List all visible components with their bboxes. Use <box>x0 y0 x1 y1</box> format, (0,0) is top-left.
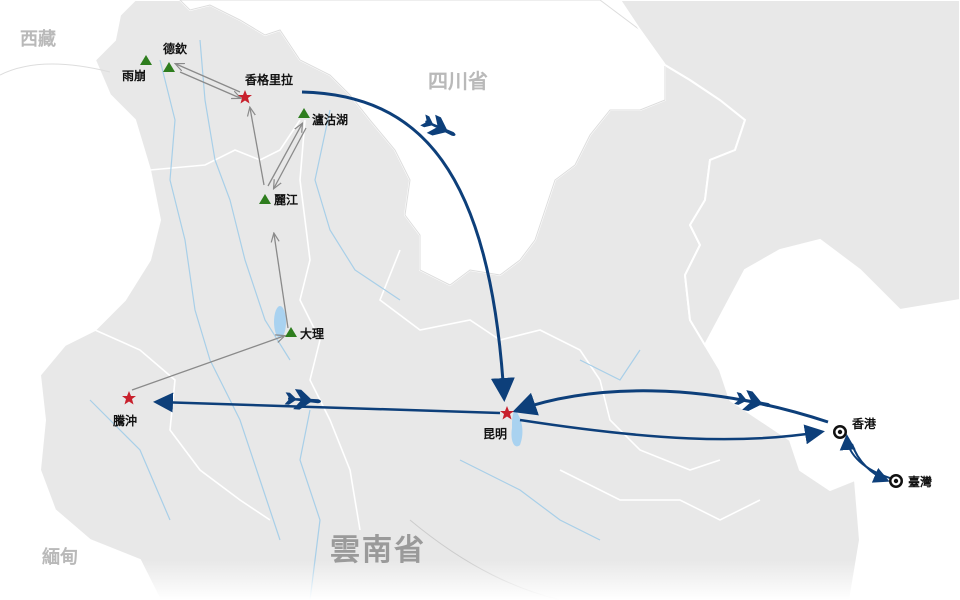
route-shangrila-deqin <box>176 64 241 93</box>
route-tengchong-dali <box>131 336 284 391</box>
airplane-icon <box>420 114 456 137</box>
airplane-icon <box>734 390 771 412</box>
route-lijiang-lugu <box>267 124 302 187</box>
place-label-lugu: 瀘沽湖 <box>312 112 348 127</box>
place-label-yubeng: 雨崩 <box>122 68 146 83</box>
guizhou-land <box>618 0 960 348</box>
green-triangle-icon <box>285 327 297 337</box>
bottom-fade <box>0 560 960 600</box>
target-circle-icon <box>833 425 847 439</box>
green-triangle-icon <box>259 194 271 204</box>
ground-routes <box>131 64 307 391</box>
airplane-icon <box>284 389 321 410</box>
red-star-icon <box>122 391 136 405</box>
green-triangle-icon <box>298 108 310 118</box>
sichuan-land <box>179 0 666 286</box>
region-label-xizang: 西藏 <box>20 29 56 50</box>
place-label-dali: 大理 <box>300 326 324 341</box>
place-label-hongkong: 香港 <box>851 416 877 431</box>
place-label-deqin: 德欽 <box>163 41 188 56</box>
place-label-tengchong: 騰沖 <box>113 413 137 428</box>
erhai-lake <box>274 306 286 338</box>
region-label-myanmar: 緬甸 <box>42 546 78 568</box>
route-lijiang-shangrila <box>250 108 265 186</box>
place-label-taiwan: 臺灣 <box>908 474 932 489</box>
place-label-shangrila: 香格里拉 <box>244 72 293 87</box>
red-star-icon <box>238 90 252 104</box>
flight-kunming-tengchong <box>153 392 501 415</box>
target-circle-icon <box>889 474 903 488</box>
green-triangle-icon <box>140 55 152 65</box>
dianchi-lake <box>511 410 523 447</box>
flight-hongkong-kunming <box>512 389 829 424</box>
place-label-kunming: 昆明 <box>483 427 507 441</box>
flight-hongkong-taiwan <box>851 443 890 483</box>
flight-kunming-hongkong <box>519 418 825 445</box>
place-label-lijiang: 麗江 <box>274 192 298 207</box>
red-star-icon <box>500 406 514 420</box>
air-routes <box>153 90 891 483</box>
route-lugu-lijiang <box>274 127 307 188</box>
flight-shangrila-kunming <box>301 90 515 402</box>
route-dali-lijiang <box>274 234 289 329</box>
flight-taiwan-hongkong <box>839 434 891 479</box>
province-label: 雲南省 <box>330 533 426 568</box>
region-label-sichuan: 四川省 <box>428 69 488 93</box>
markers <box>122 55 903 488</box>
internal-borders <box>94 119 761 531</box>
route-deqin-shangrila <box>179 71 240 98</box>
border-curve <box>0 63 111 76</box>
green-triangle-icon <box>163 62 175 72</box>
